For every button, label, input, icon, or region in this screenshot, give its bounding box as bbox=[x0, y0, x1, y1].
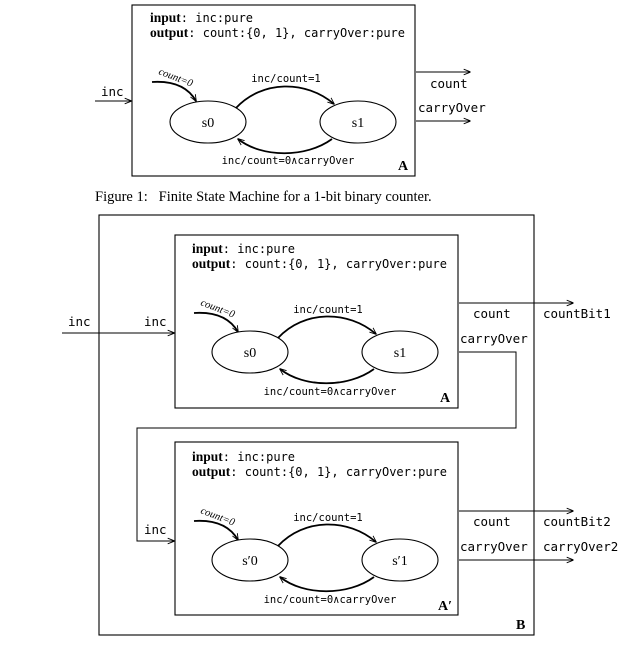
fsm-a-box bbox=[131, 4, 416, 177]
svg-text:input: inc:pure: input: inc:pure bbox=[150, 10, 253, 25]
inner-a-prime-transition-s1-s0 bbox=[280, 577, 375, 593]
inner-a-input-keyword: input bbox=[192, 241, 223, 256]
inner-a-transition-s0-s1-label: inc/count=1 bbox=[293, 304, 363, 316]
inner-a-input-port-label: inc bbox=[144, 314, 167, 329]
fsm-a-count-port-label: count bbox=[430, 76, 468, 91]
inner-a-prime-input-signature: : inc:pure bbox=[223, 450, 295, 464]
svg-text:input: inc:pure: input: inc:pure bbox=[192, 241, 295, 256]
inner-a-output-keyword: output bbox=[192, 256, 231, 271]
fsm-a-transition-s0-s1-label: inc/count=1 bbox=[251, 73, 321, 85]
inner-a-prime-output-signature: : count:{0, 1}, carryOver:pure bbox=[230, 465, 447, 479]
fsm-a-carry-port-label: carryOver bbox=[418, 100, 486, 115]
inner-fsm-a-prime: input: inc:pure output: count:{0, 1}, ca… bbox=[174, 441, 459, 616]
inner-a-count-port-label: count bbox=[473, 306, 511, 321]
inner-a-name: A bbox=[440, 391, 451, 406]
composite-b: B inc inc input: inc:pure output: count:… bbox=[62, 214, 618, 636]
fsm-a-state-s0 bbox=[169, 100, 247, 144]
inner-a-prime-state-s1-label: s′1 bbox=[392, 554, 408, 569]
inner-a-carry-port-label: carryOver bbox=[460, 331, 528, 346]
svg-text:output: count:{0, 1}, carryOve: output: count:{0, 1}, carryOver:pure bbox=[150, 25, 405, 40]
inner-a-prime-box bbox=[174, 441, 459, 616]
fsm-a-initial-arrow bbox=[151, 80, 196, 101]
fsm-a-transition-s1-s0-label: inc/count=0∧carryOver bbox=[222, 155, 355, 167]
inner-a-box bbox=[174, 234, 459, 409]
inner-a-prime-state-s0 bbox=[211, 538, 289, 582]
inner-a-initial-label: count=0 bbox=[199, 298, 237, 321]
inner-a-state-s0-label: s0 bbox=[244, 346, 256, 361]
carry-connection-wire bbox=[136, 351, 517, 541]
inner-a-prime-output-keyword: output bbox=[192, 464, 231, 479]
count-bit-1-label: countBit1 bbox=[543, 306, 611, 321]
fsm-a-output-keyword: output bbox=[150, 25, 189, 40]
inner-a-prime-carry-port-label: carryOver bbox=[460, 539, 528, 554]
inner-a-prime-transition-s1-s0-label: inc/count=0∧carryOver bbox=[264, 594, 397, 606]
carry-over-2-label: carryOver2 bbox=[543, 539, 618, 554]
inner-a-prime-count-port-label: count bbox=[473, 514, 511, 529]
inner-a-prime-input-keyword: input bbox=[192, 449, 223, 464]
count-bit-2-label: countBit2 bbox=[543, 514, 611, 529]
inner-a-prime-initial-arrow bbox=[193, 519, 238, 540]
inner-a-prime-initial-label: count=0 bbox=[199, 506, 237, 529]
inner-a-transition-s1-s0-label: inc/count=0∧carryOver bbox=[264, 386, 397, 398]
inner-a-transition-s0-s1 bbox=[277, 315, 376, 339]
fsm-a-state-s0-label: s0 bbox=[202, 116, 214, 131]
composite-b-name: B bbox=[516, 618, 525, 633]
fsm-a-input-keyword: input bbox=[150, 10, 181, 25]
svg-text:input: inc:pure: input: inc:pure bbox=[192, 449, 295, 464]
fsm-a: input: inc:pure output: count:{0, 1}, ca… bbox=[95, 4, 486, 177]
inner-a-prime-name: A′ bbox=[438, 599, 452, 614]
fsm-a-input-port-label: inc bbox=[101, 84, 124, 99]
inner-a-prime-state-s1 bbox=[361, 538, 439, 582]
fsm-a-name: A bbox=[398, 159, 409, 174]
svg-text:output: count:{0, 1}, carryOve: output: count:{0, 1}, carryOver:pure bbox=[192, 256, 447, 271]
inner-a-input-signature: : inc:pure bbox=[223, 242, 295, 256]
inner-a-state-s1-label: s1 bbox=[394, 346, 406, 361]
composite-input-label: inc bbox=[68, 314, 91, 329]
inner-fsm-a: input: inc:pure output: count:{0, 1}, ca… bbox=[174, 234, 459, 409]
composite-b-box bbox=[98, 214, 535, 636]
inner-a-prime-transition-s0-s1-label: inc/count=1 bbox=[293, 512, 363, 524]
inner-a-initial-arrow bbox=[193, 311, 238, 332]
inner-a-prime-state-s0-label: s′0 bbox=[242, 554, 258, 569]
fsm-a-state-s1 bbox=[319, 100, 397, 144]
fsm-a-transition-s0-s1 bbox=[235, 85, 334, 109]
figure-1-caption: Figure 1: Finite State Machine for a 1-b… bbox=[95, 189, 432, 205]
inner-a-prime-input-port-label: inc bbox=[144, 522, 167, 537]
svg-text:output: count:{0, 1}, carryOve: output: count:{0, 1}, carryOver:pure bbox=[192, 464, 447, 479]
inner-a-transition-s1-s0 bbox=[280, 369, 375, 385]
fsm-a-input-signature: : inc:pure bbox=[181, 11, 253, 25]
fsm-a-output-signature: : count:{0, 1}, carryOver:pure bbox=[188, 26, 405, 40]
fsm-a-initial-label: count=0 bbox=[157, 67, 195, 90]
fsm-a-transition-s1-s0 bbox=[238, 139, 333, 155]
inner-a-output-signature: : count:{0, 1}, carryOver:pure bbox=[230, 257, 447, 271]
inner-a-prime-transition-s0-s1 bbox=[277, 523, 376, 547]
fsm-a-state-s1-label: s1 bbox=[352, 116, 364, 131]
inner-a-state-s0 bbox=[211, 330, 289, 374]
inner-a-state-s1 bbox=[361, 330, 439, 374]
